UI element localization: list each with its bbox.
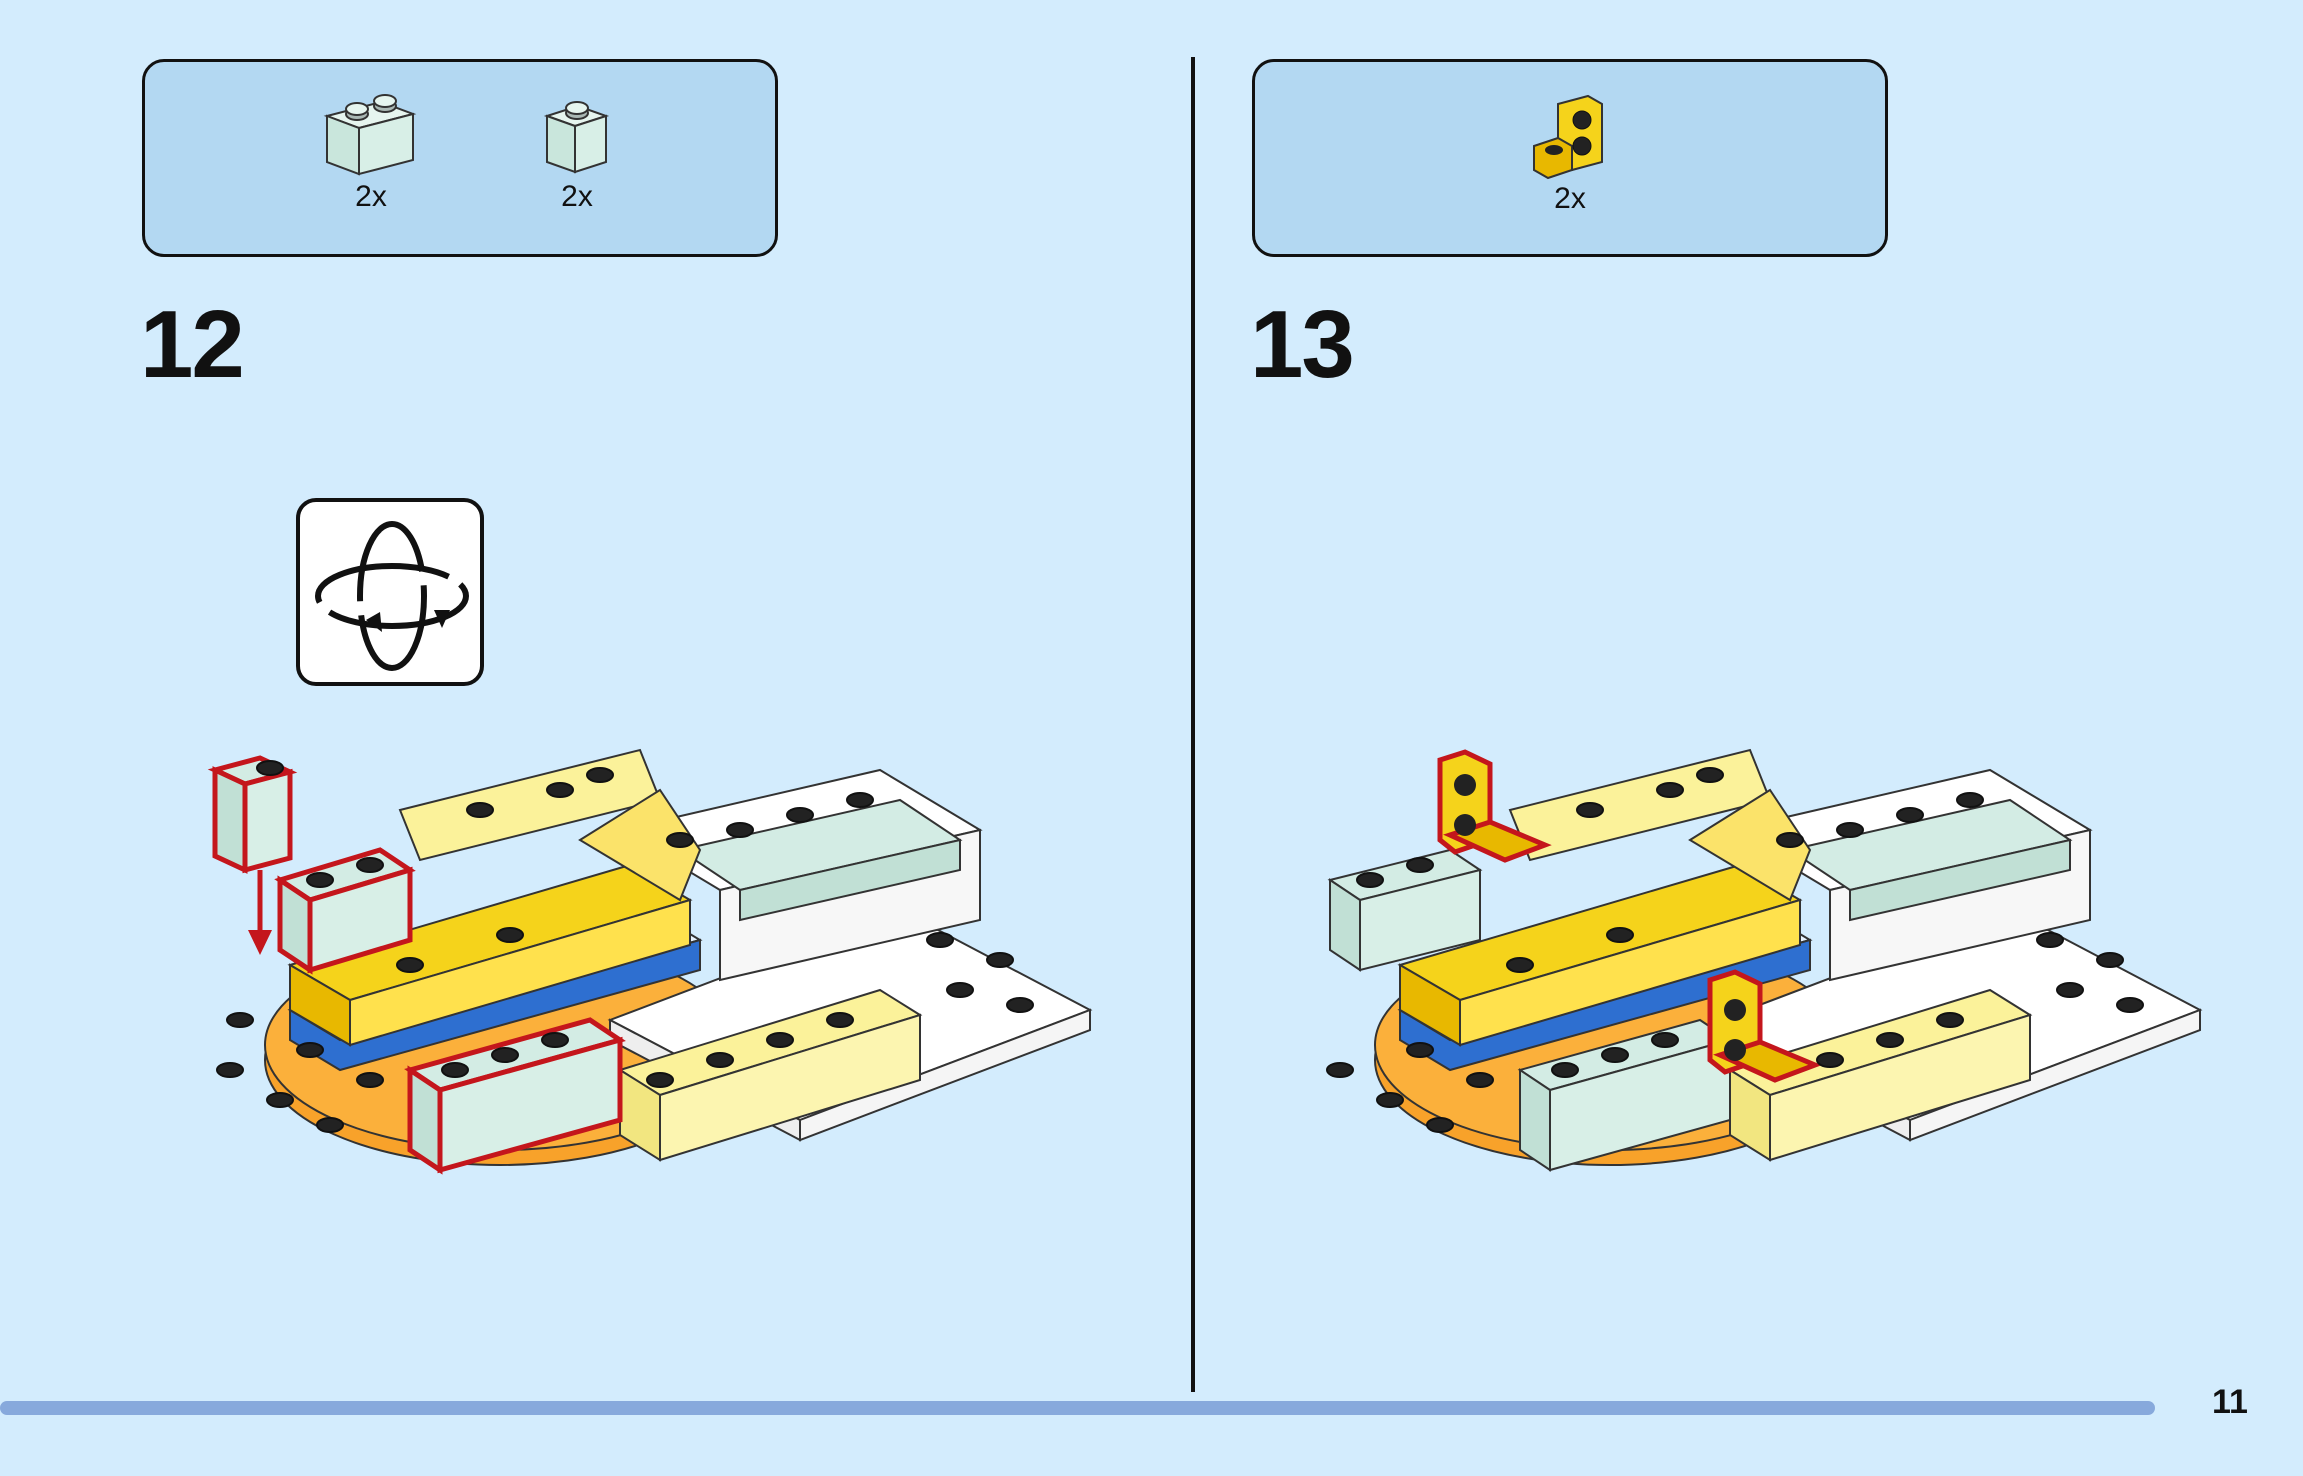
part-quantity: 2x [537, 180, 617, 214]
part-quantity: 2x [321, 180, 421, 214]
footer-bar [0, 1401, 2155, 1415]
step-12-part-2: 2x [537, 92, 617, 214]
rotate-model-icon [300, 502, 480, 682]
step-13-number: 13 [1250, 290, 1353, 400]
yellow-bracket-1x2-icon [1530, 94, 1610, 180]
step-13-parts-box: 2x [1252, 59, 1888, 257]
step-12-number: 12 [140, 290, 243, 400]
step-13-model-illustration [1290, 740, 2210, 1220]
rotate-model-callout [296, 498, 484, 686]
page-number: 11 [2212, 1383, 2248, 1422]
light-aqua-brick-1x2-icon [321, 92, 421, 178]
page-divider [1191, 57, 1195, 1392]
step-12-model-illustration [180, 740, 1100, 1220]
step-13-part-1: 2x [1525, 94, 1615, 216]
light-aqua-brick-1x1-icon [542, 92, 612, 178]
step-12-parts-box: 2x 2x [142, 59, 778, 257]
step-12-part-1: 2x [321, 92, 421, 214]
part-quantity: 2x [1525, 182, 1615, 216]
